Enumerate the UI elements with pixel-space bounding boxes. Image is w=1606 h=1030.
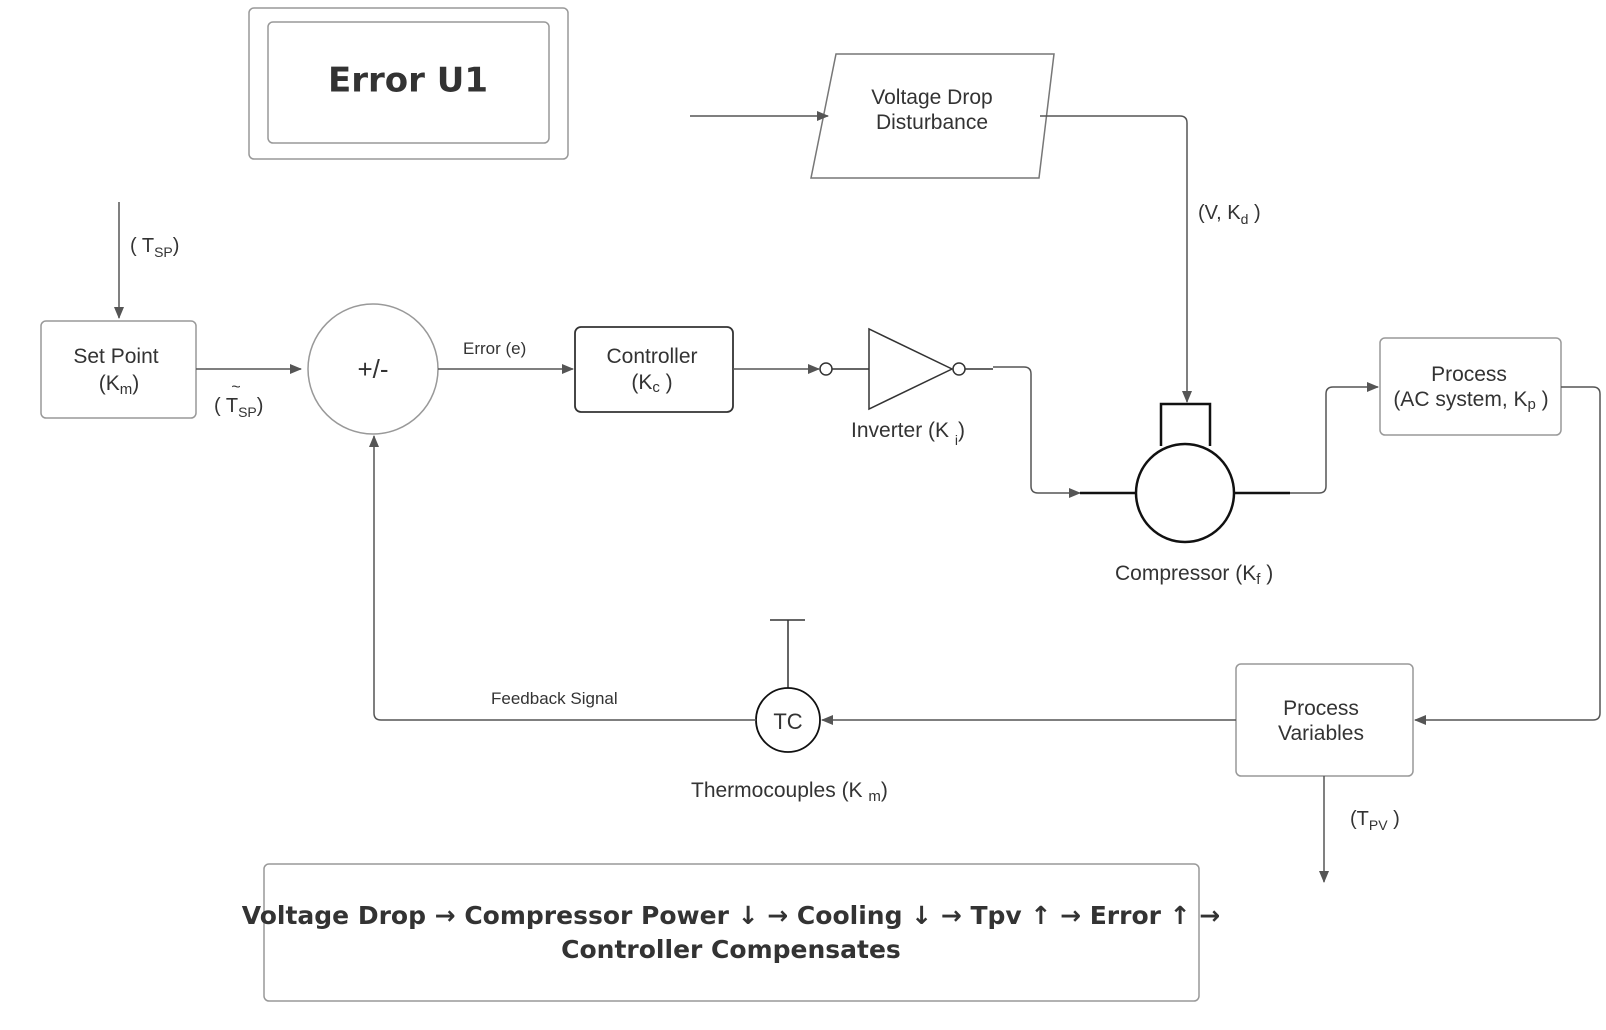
summary-line2: Controller Compensates: [561, 935, 901, 964]
disturbance-block: Voltage Drop Disturbance: [810, 53, 1055, 179]
controller-block: Controller (Kc ): [574, 326, 734, 413]
thermocouple-label: Thermocouples (K m): [691, 779, 888, 805]
error-label: Error (e): [463, 339, 526, 358]
tsp-tilde: ~: [231, 379, 240, 396]
process-variables-line1: Process: [1283, 697, 1359, 720]
controller-label: Controller: [606, 345, 697, 368]
compressor-block: Compressor (Kf ): [1080, 402, 1290, 588]
summing-junction: +/-: [307, 303, 439, 435]
process-block: Process (AC system, Kp ): [1379, 337, 1562, 436]
feedback-arrow: [369, 435, 756, 721]
controller-gain: (Kc ): [631, 371, 672, 396]
disturbance-label-line1: Voltage Drop: [871, 86, 992, 109]
summary-box: Voltage Drop → Compressor Power ↓ → Cool…: [242, 863, 1221, 1002]
inverter-to-compressor-arrow: [993, 366, 1081, 498]
disturbance-to-compressor-line: [1040, 115, 1192, 403]
vkd-label: (V, Kd ): [1198, 202, 1261, 227]
tsp-output-label: ( TSP): [214, 395, 263, 420]
disturbance-label-line2: Disturbance: [876, 111, 988, 134]
process-variables-block: Process Variables: [1235, 663, 1414, 777]
compressor-label: Compressor (Kf ): [1115, 562, 1273, 588]
inverter-block: Inverter (K i): [819, 327, 993, 448]
inverter-label: Inverter (K i): [851, 419, 965, 448]
compressor-to-process-arrow: [1290, 382, 1379, 494]
set-point-block: Set Point (Km): [40, 320, 197, 419]
process-subtitle: (AC system, Kp ): [1393, 388, 1548, 413]
title-box: Error U1: [248, 7, 569, 160]
tsp-input-label: ( TSP): [130, 235, 179, 260]
tpv-label: (TPV ): [1350, 808, 1400, 833]
summer-label: +/-: [357, 354, 388, 384]
set-point-gain: (Km): [99, 372, 140, 398]
set-point-label: Set Point: [73, 345, 158, 368]
summary-line1: Voltage Drop → Compressor Power ↓ → Cool…: [242, 901, 1221, 930]
process-variables-line2: Variables: [1278, 722, 1364, 745]
page-title: Error U1: [328, 61, 488, 101]
thermocouple-block: TC Thermocouples (K m): [691, 619, 888, 805]
feedback-label: Feedback Signal: [491, 689, 618, 708]
process-label: Process: [1431, 363, 1507, 386]
thermocouple-symbol: TC: [773, 709, 802, 734]
process-to-variables-arrow: [1414, 386, 1601, 725]
